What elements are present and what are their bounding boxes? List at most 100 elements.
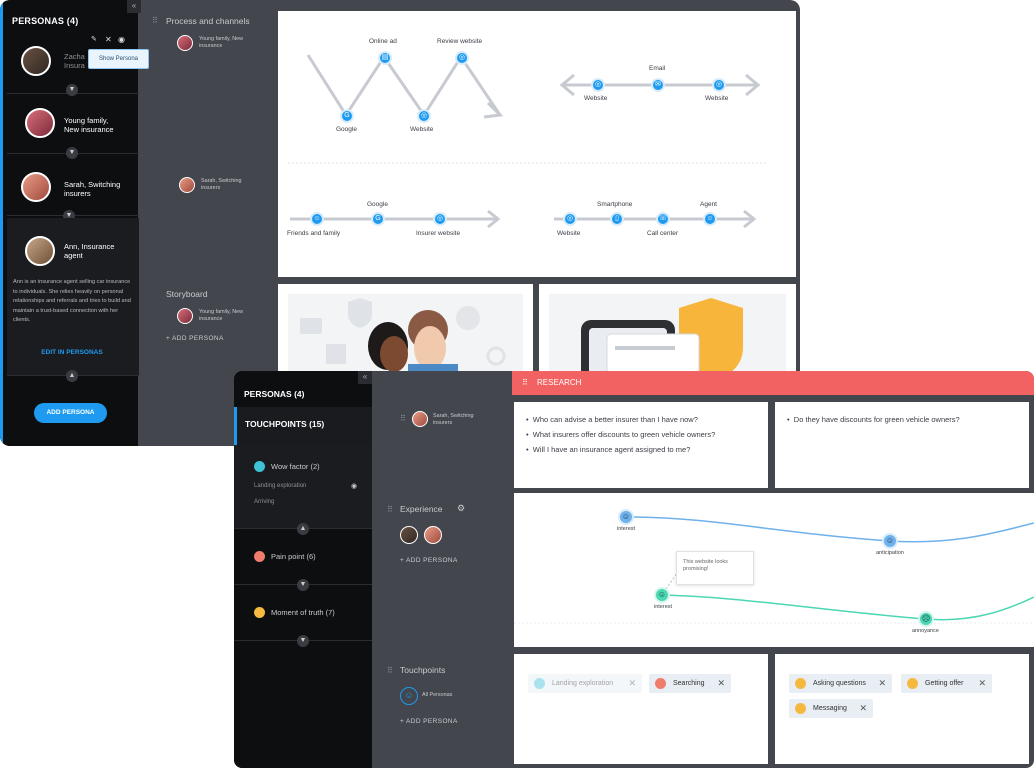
add-persona-link[interactable]: + ADD PERSONA (166, 335, 224, 342)
bottom-window: PERSONAS (4) « TOUCHPOINTS (15) Wow fact… (234, 371, 1034, 768)
experience-card: ☺ interest ☺ anticipation ☺ interest ☹ a… (514, 493, 1034, 647)
node-label: Google (336, 126, 357, 133)
node-website-icon[interactable]: ◎ (417, 109, 431, 123)
research-banner: ⠿ RESEARCH (512, 371, 1034, 395)
drag-handle-icon[interactable]: ⠿ (152, 16, 158, 25)
node-label: Website (705, 95, 729, 102)
collapse-icon[interactable]: « (358, 371, 372, 384)
moment-of-truth-icon (795, 678, 806, 689)
group-label: Wow factor (2) (271, 462, 320, 471)
chevron-up-icon[interactable]: ▲ (297, 523, 309, 535)
chip-getting-offer[interactable]: Getting offer ✕ (901, 674, 992, 693)
node-website-icon[interactable]: ◎ (712, 78, 726, 92)
chevron-down-icon[interactable]: ▼ (297, 635, 309, 647)
close-icon[interactable]: ✕ (978, 678, 986, 688)
persona-name: Sarah, Switching insurers (433, 413, 474, 426)
pin-icon[interactable]: ✎ (91, 36, 97, 43)
chip-asking-questions[interactable]: Asking questions ✕ (789, 674, 892, 693)
persona-row-young-family[interactable]: Young family, New insurance (7, 94, 139, 154)
sub-item[interactable]: Arriving (254, 499, 275, 505)
interest-face-icon[interactable]: ☺ (618, 509, 634, 525)
add-persona-link[interactable]: + ADD PERSONA (400, 718, 458, 725)
close-icon[interactable]: ✕ (628, 678, 636, 688)
chip-landing-exploration[interactable]: Landing exploration ✕ (528, 674, 642, 693)
persona-name: Young family, New insurance (64, 116, 114, 134)
chevron-up-icon[interactable]: ▲ (66, 370, 78, 382)
pain-point-icon (254, 551, 265, 562)
node-email-icon[interactable]: ✉ (651, 78, 665, 92)
research-card-left[interactable]: • Who can advise a better insurer than I… (514, 402, 768, 488)
close-icon[interactable]: ✕ (105, 35, 112, 44)
close-icon[interactable]: ✕ (717, 678, 725, 688)
avatar (21, 172, 51, 202)
persona-name: Young family, New insurance (199, 36, 244, 49)
close-icon[interactable]: ✕ (878, 678, 886, 688)
chip-label: Getting offer (925, 680, 964, 687)
persona-row-ann[interactable]: Ann, Insurance agent (7, 218, 139, 376)
edit-in-personas-link[interactable]: EDIT IN PERSONAS (41, 349, 103, 356)
moment-of-truth-icon (795, 703, 806, 714)
touchpoints-card-left: Landing exploration ✕ Searching ✕ (514, 654, 768, 764)
chevron-down-icon[interactable]: ▼ (297, 579, 309, 591)
eye-icon[interactable]: ◉ (351, 483, 358, 490)
chip-label: Searching (673, 680, 705, 687)
chevron-down-icon[interactable]: ▼ (66, 147, 78, 159)
node-label: Website (410, 126, 434, 133)
add-persona-link[interactable]: + ADD PERSONA (400, 557, 458, 564)
avatar (424, 526, 442, 544)
drag-handle-icon[interactable]: ⠿ (387, 666, 393, 675)
node-review-website-icon[interactable]: ◎ (455, 51, 469, 65)
node-agent-icon[interactable]: ☺ (703, 212, 717, 226)
group-pain-point[interactable]: Pain point (6) ▼ (234, 529, 372, 591)
touchpoints-tab[interactable]: TOUCHPOINTS (15) (234, 407, 372, 445)
all-personas-icon: ☺ (400, 687, 418, 705)
moment-of-truth-icon (254, 607, 265, 618)
personas-sidebar: PERSONAS (4) « Zacha Insura ✎ ✕ ◉ ▼ Youn… (0, 0, 141, 446)
collapse-icon[interactable]: « (127, 0, 141, 13)
node-online-ad-icon[interactable]: ▤ (378, 51, 392, 65)
chip-label: Landing exploration (552, 680, 614, 687)
persona-name: Young family, New insurance (199, 309, 244, 322)
wow-factor-icon (534, 678, 545, 689)
node-label: Online ad (369, 38, 397, 45)
research-item: • Who can advise a better insurer than I… (526, 415, 698, 424)
node-insurer-website-icon[interactable]: ◎ (433, 212, 447, 226)
drag-handle-icon[interactable]: ⠿ (522, 378, 528, 387)
anticipation-face-icon[interactable]: ☺ (882, 533, 898, 549)
lane-title-touchpoints: Touchpoints (400, 665, 446, 675)
persona-row-sarah[interactable]: Sarah, Switching insurers (7, 156, 139, 216)
gear-icon[interactable]: ⚙ (457, 503, 466, 513)
avatar (25, 236, 55, 266)
chip-label: Asking questions (813, 680, 866, 687)
chip-searching[interactable]: Searching ✕ (649, 674, 731, 693)
annoyance-face-icon[interactable]: ☹ (918, 611, 934, 627)
group-moment-of-truth[interactable]: Moment of truth (7) ▼ (234, 585, 372, 647)
eye-icon[interactable]: ◉ (118, 35, 125, 44)
persona-name: Ann, Insurance agent (64, 242, 115, 260)
pain-point-icon (655, 678, 666, 689)
node-call-center-icon[interactable]: ☏ (656, 212, 670, 226)
node-friends-icon[interactable]: ☺ (310, 212, 324, 226)
note-bubble[interactable]: This website looks promising! (676, 551, 754, 585)
node-label: Insurer website (416, 230, 461, 237)
research-card-right[interactable]: • Do they have discounts for green vehic… (775, 402, 1029, 488)
node-label: Email (649, 65, 666, 72)
node-website-icon[interactable]: ◎ (563, 212, 577, 226)
sub-item[interactable]: Landing exploration (254, 483, 307, 489)
node-google-icon[interactable]: G (340, 109, 354, 123)
chip-messaging[interactable]: Messaging ✕ (789, 699, 873, 718)
drag-handle-icon[interactable]: ⠿ (400, 414, 406, 423)
interest-face-icon[interactable]: ☺ (654, 587, 670, 603)
node-website-icon[interactable]: ◎ (591, 78, 605, 92)
avatar (179, 177, 195, 193)
close-icon[interactable]: ✕ (859, 703, 867, 713)
group-wow-factor[interactable]: Wow factor (2) Landing exploration ◉ Arr… (234, 445, 372, 535)
chevron-down-icon[interactable]: ▼ (66, 84, 78, 96)
add-persona-button[interactable]: ADD PERSONA (34, 403, 107, 423)
drag-handle-icon[interactable]: ⠿ (387, 505, 393, 514)
research-title: RESEARCH (537, 378, 582, 387)
node-google-icon[interactable]: G (371, 212, 385, 226)
touchpoints-sidebar: PERSONAS (4) « TOUCHPOINTS (15) Wow fact… (234, 371, 372, 768)
node-smartphone-icon[interactable]: ▯ (610, 212, 624, 226)
node-label: Website (584, 95, 608, 102)
